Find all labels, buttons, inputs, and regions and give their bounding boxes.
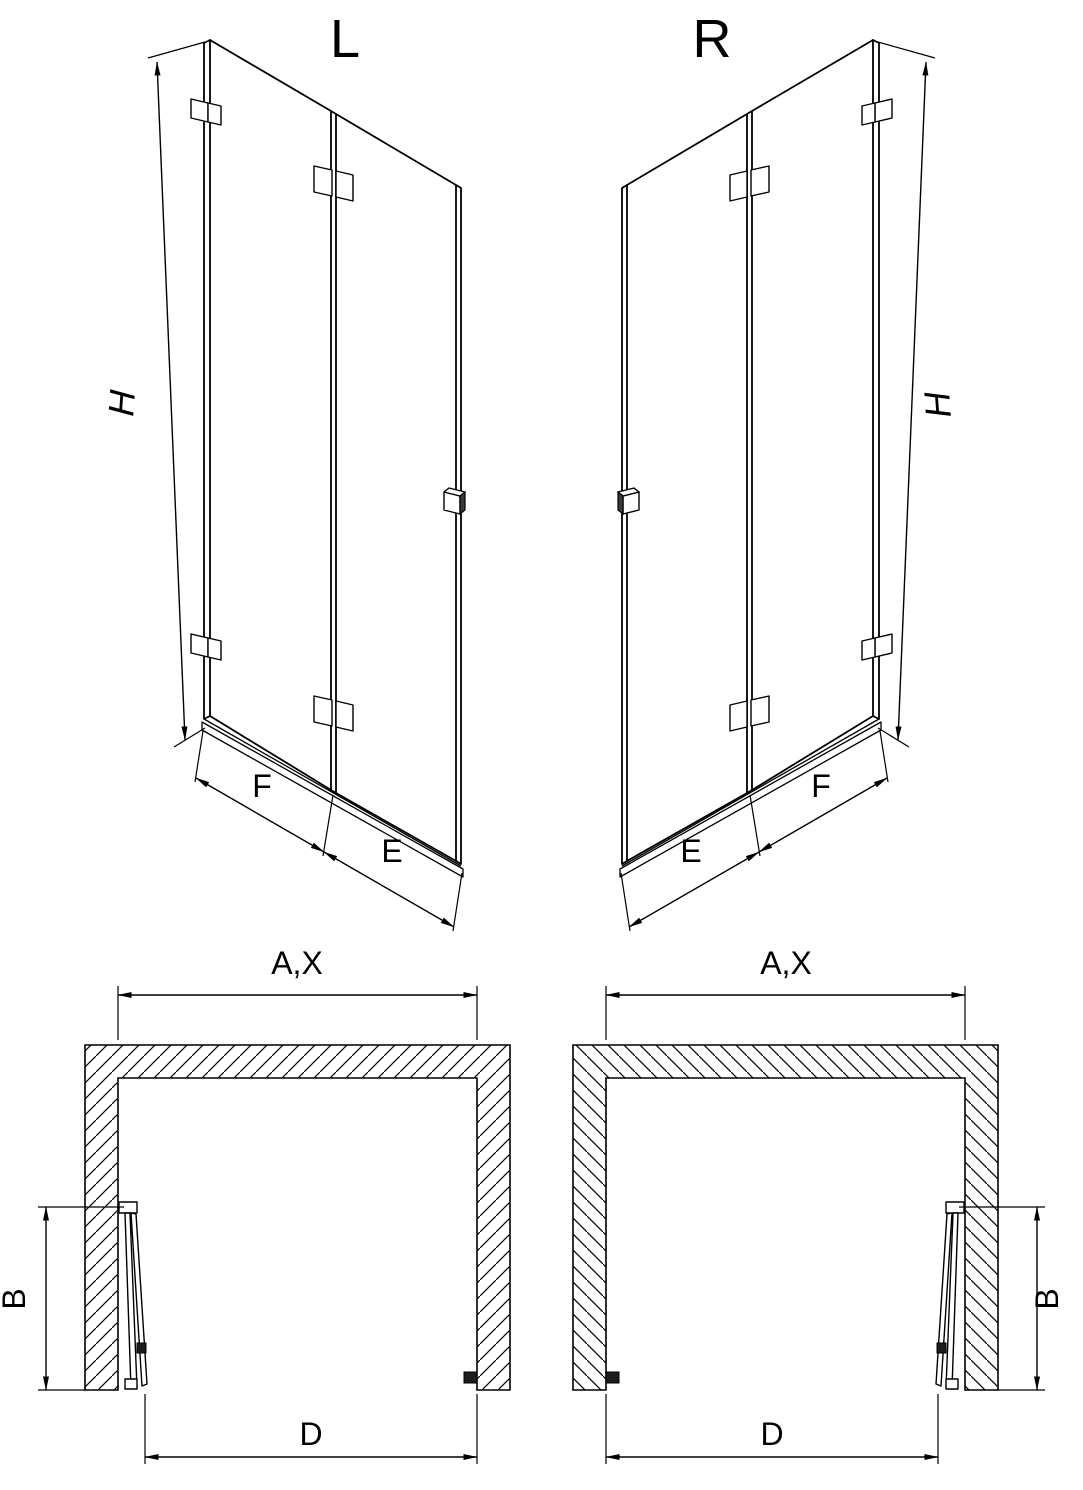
plan-view-left: [38, 986, 511, 1464]
front-view-left: [147, 39, 466, 932]
dim-label-height-right: H: [916, 389, 959, 419]
folded-door: [118, 1201, 148, 1390]
bottom-rail: [201, 718, 464, 878]
dimension-entry-width: [144, 1394, 478, 1464]
dim-label-e-left: E: [381, 833, 402, 869]
glass-panels: [203, 39, 462, 865]
dim-label-width-plan-left: A,X: [271, 945, 323, 981]
wall-hinge-bottom: [190, 633, 222, 661]
fold-hinge-bottom: [313, 695, 354, 732]
fold-hinge-top: [313, 165, 354, 202]
dimension-panel-widths: [194, 730, 463, 932]
dim-label-width-plan-right: A,X: [760, 945, 812, 981]
walls: [84, 1044, 511, 1391]
dim-label-entry-plan-right: D: [760, 1416, 783, 1452]
dim-label-f-left: F: [252, 768, 272, 804]
view-title-right: R: [693, 9, 732, 69]
dim-label-entry-plan-left: D: [299, 1416, 322, 1452]
wall-hinge-top: [190, 98, 222, 126]
plan-view-right-mirrored: [573, 986, 1045, 1464]
door-catch: [463, 1371, 478, 1384]
dim-label-f-right: F: [811, 768, 831, 804]
dimension-height: [147, 41, 206, 748]
dim-label-e-right: E: [680, 833, 701, 869]
dim-label-depth-plan-right: B: [1029, 1288, 1065, 1309]
door-handle: [443, 487, 466, 516]
dimension-overall-width: [117, 986, 478, 1040]
view-title-left: L: [330, 9, 360, 69]
dimension-fold-depth: [38, 1206, 124, 1391]
front-view-right-mirrored: [618, 40, 935, 931]
dim-label-height-left: H: [100, 388, 143, 418]
dim-label-depth-plan-left: B: [0, 1288, 32, 1309]
